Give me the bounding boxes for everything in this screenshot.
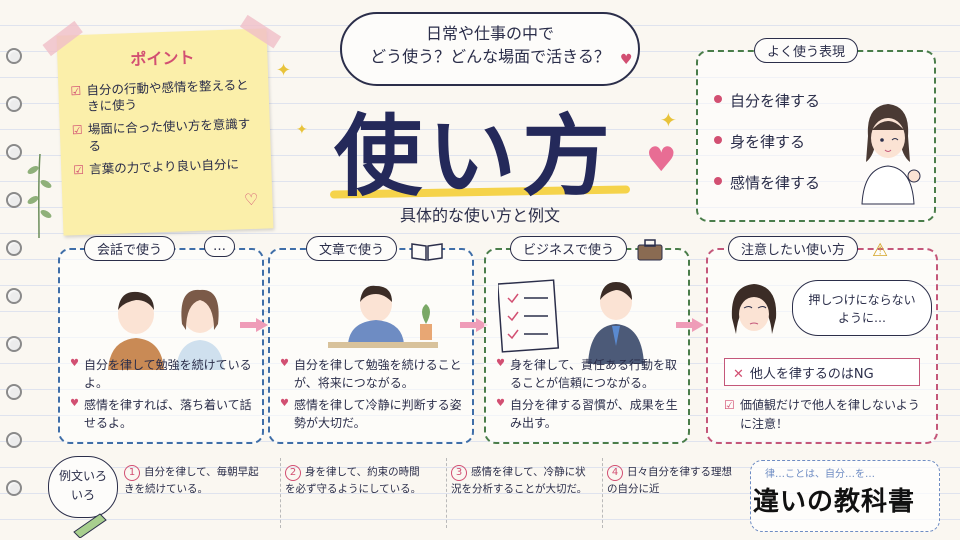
card-example-line: 感情を律すれば、落ち着いて話せるよ。 — [70, 396, 254, 432]
binder-ring — [6, 288, 22, 304]
point-item: 自分の行動や感情を整えるときに使う — [70, 76, 257, 116]
speech-bubble-icon: … — [204, 236, 235, 257]
ng-box: ✕ 他人を律するのはNG — [724, 358, 920, 386]
worried-woman-illustration — [731, 284, 777, 334]
thought-cloud: 日常や仕事の中で どう使う？どんな場面で活きる？ — [340, 12, 640, 86]
binder-ring — [6, 432, 22, 448]
logo-peek-text: 律…ことは、自分…を… — [765, 469, 875, 480]
card-label: 文章で使う — [306, 236, 398, 261]
point-item: 場面に合った使い方を意識する — [72, 116, 259, 156]
page-title: 使い方 — [333, 105, 616, 208]
expressions-label: よく使う表現 — [754, 38, 859, 63]
card-example-line: 自分を律して勉強を続けているよ。 — [70, 356, 254, 392]
woman-illustration — [861, 104, 921, 205]
card-label: ビジネスで使う — [510, 236, 628, 261]
card-example-lines: 身を律して、責任ある行動を取ることが信頼につながる。 自分を律する習慣が、成果を… — [496, 352, 680, 432]
example-number: 2 — [285, 465, 301, 481]
card-example-line: 自分を律して勉強を続けることが、将来につながる。 — [280, 356, 464, 392]
example-text: 身を律して、約束の時間を必ず守るようにしている。 — [285, 466, 422, 495]
binder-ring — [6, 336, 22, 352]
card-example-line: 感情を律して冷静に判断する姿勢が大切だ。 — [280, 396, 464, 432]
thought-line: どう使う？どんな場面で活きる？ — [370, 47, 610, 67]
logo-card: 律…ことは、自分…を… 違いの教科書 — [750, 460, 940, 532]
binder-ring — [6, 144, 22, 160]
heart-icon: ♥ — [646, 140, 677, 180]
card-example-line: 自分を律する習慣が、成果を生み出す。 — [496, 396, 680, 432]
sparkle-icon: ✦ — [296, 122, 308, 138]
card-example-lines: 自分を律して勉強を続けることが、将来につながる。 感情を律して冷静に判断する姿勢… — [280, 352, 464, 432]
binder-ring — [6, 240, 22, 256]
business-illustration — [498, 279, 644, 364]
example-text: 日々自分を律する理想の自分に近 — [607, 466, 732, 495]
expression-item: 感情を律する — [714, 172, 820, 193]
binder-ring — [6, 192, 22, 208]
card-caution: 押しつけにならないように… ✕ 他人を律するのはNG ☑ 価値観だけで他人を律しな… — [706, 248, 938, 444]
site-logo: 違いの教科書 — [753, 487, 916, 517]
binder-ring — [6, 96, 22, 112]
caution-text: 価値観だけで他人を律しないように注意！ — [740, 398, 920, 432]
pencil-icon — [73, 513, 107, 538]
book-icon — [411, 243, 443, 261]
card-example-lines: 自分を律して勉強を続けているよ。 感情を律すれば、落ち着いて話せるよ。 — [70, 352, 254, 432]
example-number: 4 — [607, 465, 623, 481]
examples-label: 例文いろいろ — [48, 456, 118, 518]
point-sticky-note: ポイント 自分の行動や感情を整えるときに使う 場面に合った使い方を意識する 言葉… — [42, 14, 282, 236]
binder-ring — [6, 48, 22, 64]
point-item: 言葉の力でより良い自分に — [73, 156, 259, 179]
binder-ring — [6, 384, 22, 400]
example-number: 3 — [451, 465, 467, 481]
caution-thought-bubble: 押しつけにならないように… — [792, 280, 932, 336]
thought-line: 日常や仕事の中で — [425, 24, 554, 43]
card-writing: 自分を律して勉強を続けることが、将来につながる。 感情を律して冷静に判断する姿勢… — [268, 248, 474, 444]
arrow-icon — [240, 318, 268, 332]
example-text: 感情を律して、冷静に状況を分析することが大切だ。 — [451, 466, 588, 495]
card-label: 会話で使う — [84, 236, 176, 261]
heart-icon: ♡ — [243, 190, 259, 210]
card-label: 注意したい使い方 — [728, 236, 859, 261]
arrow-icon — [676, 318, 704, 332]
card-example-line: 身を律して、責任ある行動を取ることが信頼につながる。 — [496, 356, 680, 392]
caution-note: ☑ 価値観だけで他人を律しないように注意！ — [724, 396, 924, 434]
expression-item: 自分を律する — [714, 90, 820, 111]
warning-icon: ⚠ — [872, 240, 889, 261]
sparkle-icon: ✦ — [660, 108, 677, 132]
briefcase-icon — [637, 239, 663, 261]
expressions-list: 自分を律する 身を律する 感情を律する — [714, 90, 820, 213]
card-conversation: 自分を律して勉強を続けているよ。 感情を律すれば、落ち着いて話せるよ。 — [58, 248, 264, 444]
card-business: 身を律して、責任ある行動を取ることが信頼につながる。 自分を律する習慣が、成果を… — [484, 248, 690, 444]
expression-item: 身を律する — [714, 131, 820, 152]
student-illustration — [328, 285, 438, 348]
page-subtitle: 具体的な使い方と例文 — [399, 206, 560, 225]
sparkle-icon: ✦ — [276, 60, 292, 81]
example-text: 自分を律して、毎朝早起きを続けている。 — [124, 466, 259, 495]
example-number: 1 — [124, 465, 140, 481]
expressions-panel: 自分を律する 身を律する 感情を律する — [696, 50, 936, 222]
cross-icon: ✕ — [733, 367, 744, 382]
binder-ring — [6, 480, 22, 496]
ng-text: 他人を律するのはNG — [749, 367, 874, 382]
heart-icon: ♥ — [620, 52, 633, 68]
leaf-icon — [27, 153, 52, 239]
point-heading: ポイント — [130, 47, 195, 70]
checkbox-icon: ☑ — [724, 398, 735, 412]
